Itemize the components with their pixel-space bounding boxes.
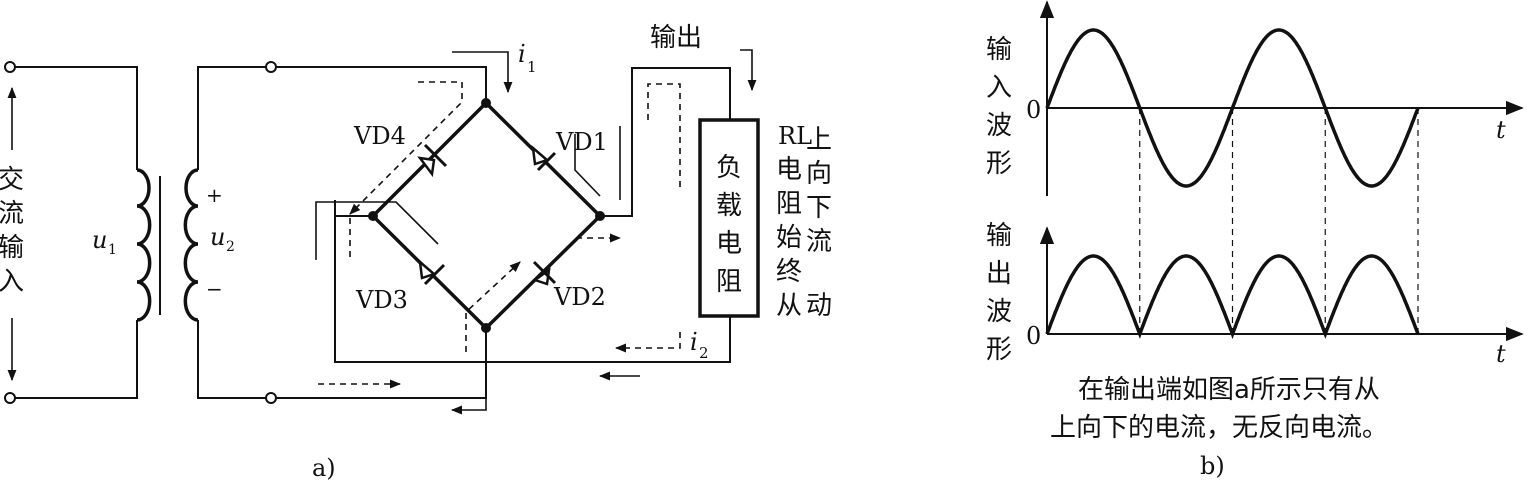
u1-subscript: 1: [108, 242, 117, 258]
zero-top-label: 0: [1026, 96, 1041, 124]
vertical-guides: [1139, 108, 1419, 334]
node-top: [481, 98, 491, 108]
svg-text:阻: 阻: [776, 189, 802, 219]
t-top-label: t: [1496, 116, 1506, 144]
bottom-wire-arrow: [450, 372, 487, 415]
u2-subscript: 2: [226, 239, 235, 255]
rl-note-col2: 上 向 下 流 动: [806, 125, 832, 321]
vd3-lead-arrow: [315, 201, 439, 260]
ac-input-label-2: 流: [0, 199, 24, 229]
secondary-coil: [183, 168, 199, 322]
zero-bottom-label: 0: [1026, 322, 1041, 350]
svg-text:始: 始: [776, 223, 802, 253]
output-wire-bottom: [334, 200, 731, 363]
svg-text:下: 下: [806, 193, 832, 223]
load-resistor: [698, 118, 760, 318]
minus-sign: −: [206, 277, 223, 301]
svg-text:流: 流: [806, 227, 832, 257]
dashed-return-i2: [614, 332, 681, 353]
note-line-1: 在输出端如图a所示只有从: [1078, 375, 1380, 405]
load-char-3: 电: [716, 229, 742, 259]
diode-vd1: [531, 144, 557, 172]
rl-note-col1: 电 阻 始 终 从: [776, 155, 802, 321]
diode-vd3: [418, 258, 446, 286]
output-label: 输出: [650, 23, 702, 53]
secondary-terminal-bottom: [265, 392, 277, 404]
svg-text:终: 终: [776, 257, 802, 287]
caption-b: b): [1200, 452, 1225, 480]
note-line-2: 上向下的电流，无反向电流。: [1050, 413, 1388, 443]
waveform-chart: 0 0 t t 输 入 波 形 输 出 波 形 在输出端如图a所示只有从 上向下…: [986, 0, 1524, 480]
output-arrow: [740, 49, 757, 92]
i1-subscript: 1: [527, 58, 537, 76]
svg-text:向: 向: [806, 159, 832, 189]
u2-label: u: [210, 223, 225, 251]
svg-text:动: 动: [806, 291, 832, 321]
diode-vd4: [417, 143, 448, 178]
svg-text:形: 形: [986, 335, 1012, 365]
i1-current-arrow: [452, 51, 513, 94]
vd4-label: VD4: [353, 122, 406, 150]
svg-text:上: 上: [806, 125, 832, 155]
vd1-label: VD1: [555, 128, 608, 156]
svg-text:出: 出: [986, 259, 1012, 289]
input-terminal-bottom: [4, 392, 16, 404]
input-terminal-top: [4, 61, 16, 73]
vd3-label: VD3: [355, 286, 408, 314]
u1-label: u: [92, 226, 107, 254]
svg-text:输: 输: [986, 221, 1012, 251]
secondary-terminal-top: [265, 61, 277, 73]
svg-text:波: 波: [986, 297, 1012, 327]
t-bottom-label: t: [1496, 340, 1506, 368]
input-wave-label: 输 入 波 形: [986, 35, 1012, 179]
ac-input-label-1: 交: [0, 165, 24, 195]
svg-text:电: 电: [776, 155, 802, 185]
i1-label: i: [518, 40, 526, 68]
svg-text:输: 输: [986, 35, 1012, 65]
bridge-wire-top: [276, 66, 487, 103]
vd1-lead-arrow: [574, 134, 601, 197]
circuit-diagram: 交 流 输 入 u 1 u 2 + − VD4 VD1 VD3 VD2 i 1 …: [0, 23, 832, 482]
primary-coil: [136, 168, 152, 322]
rl-label: RL: [778, 122, 812, 150]
diode-vd2: [532, 260, 557, 286]
caption-a: a): [312, 454, 336, 482]
i2-label: i: [690, 328, 698, 356]
input-wire-top: [15, 66, 138, 170]
secondary-wire-bottom: [197, 320, 266, 399]
ac-input-label-3: 输: [0, 233, 24, 263]
output-wave-label: 输 出 波 形: [986, 221, 1012, 365]
svg-text:入: 入: [986, 73, 1012, 103]
ac-input-label-4: 入: [0, 267, 24, 297]
load-char-4: 阻: [716, 267, 742, 297]
svg-text:形: 形: [986, 149, 1012, 179]
vd2-label: VD2: [553, 283, 606, 311]
i2-subscript: 2: [699, 344, 709, 362]
node-bottom: [481, 323, 491, 333]
input-wire-bottom: [15, 320, 138, 399]
dashed-load-top: [647, 83, 681, 190]
dashed-current-vd2: [465, 261, 521, 352]
output-wire-top: [600, 67, 731, 217]
svg-text:从: 从: [776, 291, 802, 321]
load-char-2: 载: [716, 191, 742, 221]
plus-sign: +: [206, 183, 223, 207]
secondary-wire-top: [197, 66, 266, 170]
svg-text:波: 波: [986, 111, 1012, 141]
load-char-1: 负: [716, 153, 742, 183]
